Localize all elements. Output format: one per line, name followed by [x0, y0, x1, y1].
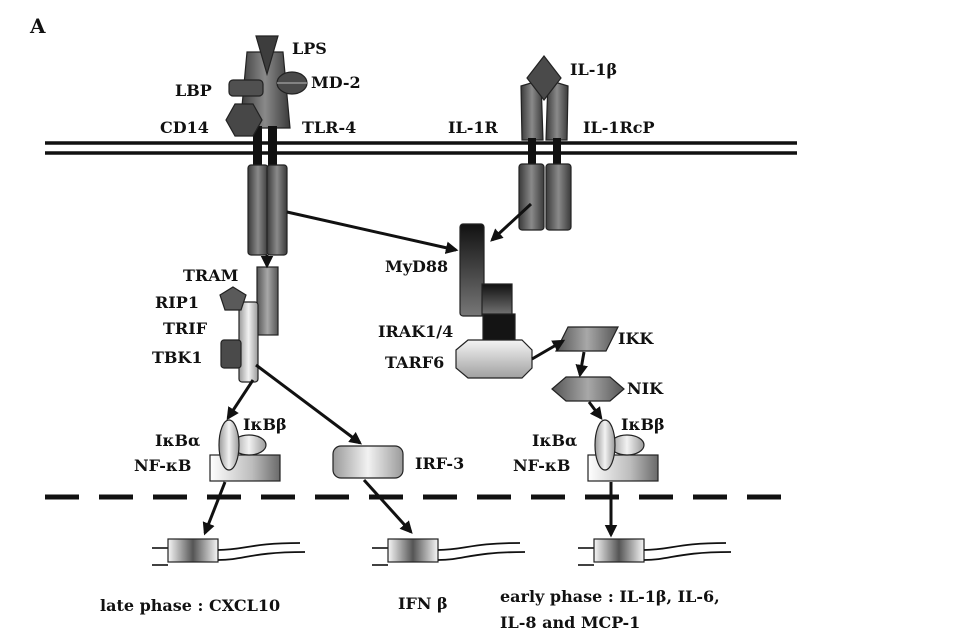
trif-adaptor-stack — [219, 266, 279, 383]
cell-membrane — [45, 141, 797, 155]
tram-protein — [256, 266, 279, 336]
myd88-label: MyD88 — [385, 257, 448, 276]
gene-cxcl10 — [152, 538, 306, 566]
il1r-label: IL-1R — [448, 118, 499, 137]
gene-early-cytokines — [578, 538, 732, 566]
il1rcp-ectodomain — [545, 79, 569, 141]
il1r-tir-domain — [518, 163, 545, 231]
ifn-beta-caption: IFN β — [398, 594, 448, 613]
nik-label: NIK — [627, 379, 664, 398]
signaling-arrows — [202, 202, 618, 538]
cd14-protein — [225, 103, 263, 137]
ikbb-label-right: IκBβ — [621, 415, 665, 434]
early-phase-caption-line1: early phase : IL-1β, IL-6, — [500, 587, 720, 606]
irak-label: IRAK1/4 — [378, 322, 453, 341]
il1b-label: IL-1β — [570, 60, 617, 79]
ikk-protein — [555, 326, 619, 352]
ikba-label-left: IκBα — [155, 431, 200, 450]
tbk1-label: TBK1 — [152, 348, 202, 367]
lbp-label: LBP — [175, 81, 212, 100]
tarf6-label: TARF6 — [385, 353, 444, 372]
cd14-label: CD14 — [160, 118, 209, 137]
myd88-adaptor-stack — [455, 223, 533, 379]
panel-label: A — [29, 14, 46, 38]
tarf6-protein — [455, 339, 533, 379]
tlr4-tir-domain-right — [266, 164, 288, 256]
lps-molecule — [255, 35, 279, 77]
il1-receptor-complex — [518, 55, 572, 231]
rip1-protein — [219, 286, 247, 311]
nfkb-label-right: NF-κB — [513, 456, 570, 475]
ikk-label: IKK — [618, 329, 654, 348]
tram-label: TRAM — [183, 266, 238, 285]
md2-label: MD-2 — [311, 73, 361, 92]
irak-protein — [481, 283, 513, 317]
early-phase-caption-line2: IL-8 and MCP-1 — [500, 613, 640, 632]
irf3-protein — [332, 445, 404, 479]
rip1-label: RIP1 — [155, 293, 199, 312]
nfkb-complex-right — [587, 419, 659, 482]
nfkb-label-left: NF-κB — [134, 456, 191, 475]
trif-label: TRIF — [163, 319, 208, 338]
myd88-protein — [459, 223, 485, 317]
nfkb-complex-left — [209, 419, 281, 482]
tlr4-label: TLR-4 — [302, 118, 356, 137]
il1rcp-tir-domain — [545, 163, 572, 231]
tlr4-receptor-complex — [225, 35, 308, 256]
lps-label: LPS — [292, 39, 327, 58]
trif-protein — [238, 301, 259, 383]
late-phase-caption: late phase : CXCL10 — [100, 596, 280, 615]
il1b-ligand — [526, 55, 562, 101]
ikba-label-right: IκBα — [532, 431, 577, 450]
irf3-label: IRF-3 — [415, 454, 464, 473]
ikba-right — [594, 419, 616, 471]
il1rcp-label: IL-1RcP — [583, 118, 655, 137]
lbp-protein — [228, 79, 264, 97]
ikbb-label-left: IκBβ — [243, 415, 287, 434]
nik-protein — [551, 376, 625, 402]
gene-ifnb — [372, 538, 526, 566]
tbk1-protein — [220, 339, 242, 369]
tlr4-tir-domain-left — [247, 164, 269, 256]
ikba-left — [218, 419, 240, 471]
